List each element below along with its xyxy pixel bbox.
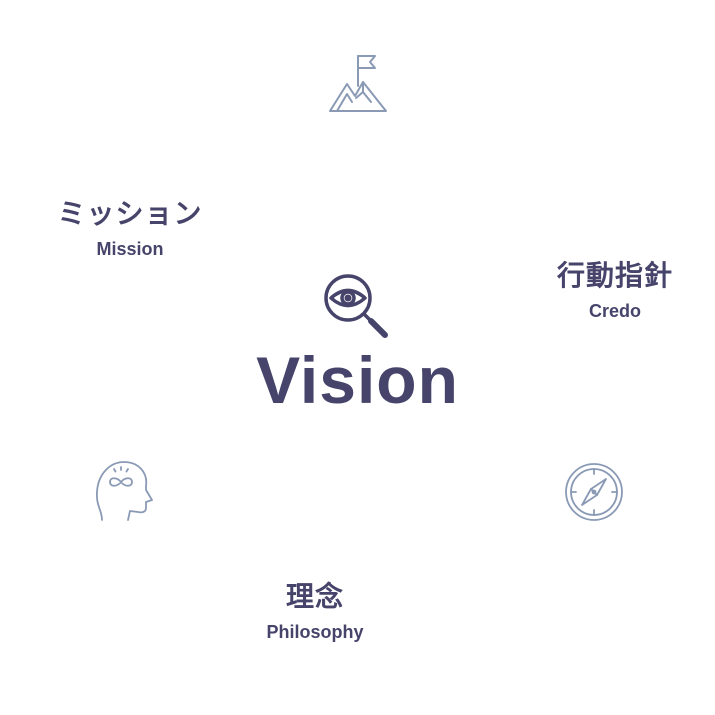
mission-label: ミッション Mission [20, 197, 240, 261]
philosophy-jp-label: 理念 [285, 580, 344, 613]
credo-jp-label: 行動指針 [556, 259, 673, 292]
compass-icon [564, 462, 624, 522]
philosophy-label: 理念 Philosophy [205, 580, 425, 644]
center-title: Vision [256, 343, 459, 417]
philosophy-en-label: Philosophy [266, 622, 364, 642]
head-infinity-icon [94, 458, 154, 524]
credo-label: 行動指針 Credo [505, 259, 715, 323]
mountain-flag-icon [327, 52, 389, 114]
credo-en-label: Credo [588, 301, 641, 321]
eye-magnifier-icon [322, 272, 394, 344]
mission-jp-label: ミッション [57, 197, 203, 230]
mission-en-label: Mission [96, 239, 164, 259]
